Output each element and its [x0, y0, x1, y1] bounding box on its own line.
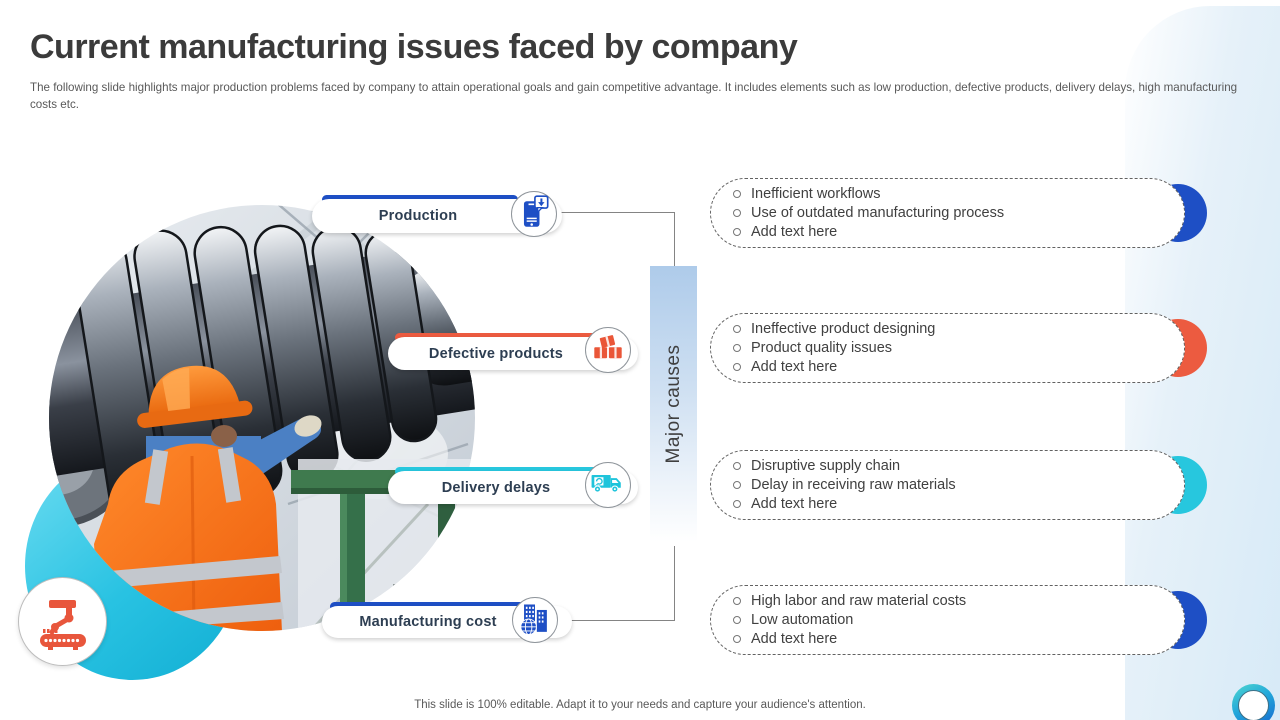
cause-item: Ineffective product designing — [733, 320, 1184, 339]
cause-item: Disruptive supply chain — [733, 457, 1184, 476]
causes-box-production[interactable]: Inefficient workflows Use of outdated ma… — [710, 178, 1185, 248]
connector-production-down — [674, 212, 676, 268]
cause-item: High labor and raw material costs — [733, 592, 1184, 611]
causes-box-defective-products[interactable]: Ineffective product designing Product qu… — [710, 313, 1185, 383]
delivery-truck-icon[interactable] — [585, 462, 631, 508]
slide-description[interactable]: The following slide highlights major pro… — [30, 81, 1238, 111]
cause-item: Use of outdated manufacturing process — [733, 204, 1184, 223]
page-title[interactable]: Current manufacturing issues faced by co… — [30, 28, 798, 66]
connector-production — [556, 212, 675, 214]
issue-label: Manufacturing cost — [359, 614, 497, 630]
major-causes-bar[interactable]: Major causes — [650, 266, 697, 542]
cause-item-placeholder[interactable]: Add text here — [733, 630, 1184, 649]
causes-box-manufacturing-cost[interactable]: High labor and raw material costs Low au… — [710, 585, 1185, 655]
cause-item-placeholder[interactable]: Add text here — [733, 495, 1184, 514]
robotic-arm-conveyor-icon — [18, 577, 107, 666]
connector-cost-up — [674, 546, 676, 621]
editable-note: This slide is 100% editable. Adapt it to… — [414, 699, 866, 711]
issue-label: Defective products — [428, 345, 564, 362]
cause-item-placeholder[interactable]: Add text here — [733, 358, 1184, 377]
causes-box-delivery-delays[interactable]: Disruptive supply chain Delay in receivi… — [710, 450, 1185, 520]
worker-photo — [49, 205, 475, 631]
cause-item: Product quality issues — [733, 339, 1184, 358]
factory-buildings-icon[interactable] — [512, 597, 558, 643]
cause-item: Inefficient workflows — [733, 185, 1184, 204]
major-causes-label: Major causes — [662, 344, 684, 464]
gradient-ring-inner — [1238, 690, 1269, 720]
connector-cost — [556, 620, 675, 622]
issue-label: Production — [378, 208, 458, 224]
issue-label: Delivery delays — [441, 479, 551, 496]
cause-item: Delay in receiving raw materials — [733, 476, 1184, 495]
gradient-ring-decoration — [1232, 684, 1275, 720]
cause-item-placeholder[interactable]: Add text here — [733, 223, 1184, 242]
smartphone-sync-icon[interactable] — [511, 191, 557, 237]
damaged-packages-icon[interactable] — [585, 327, 631, 373]
cause-item: Low automation — [733, 611, 1184, 630]
